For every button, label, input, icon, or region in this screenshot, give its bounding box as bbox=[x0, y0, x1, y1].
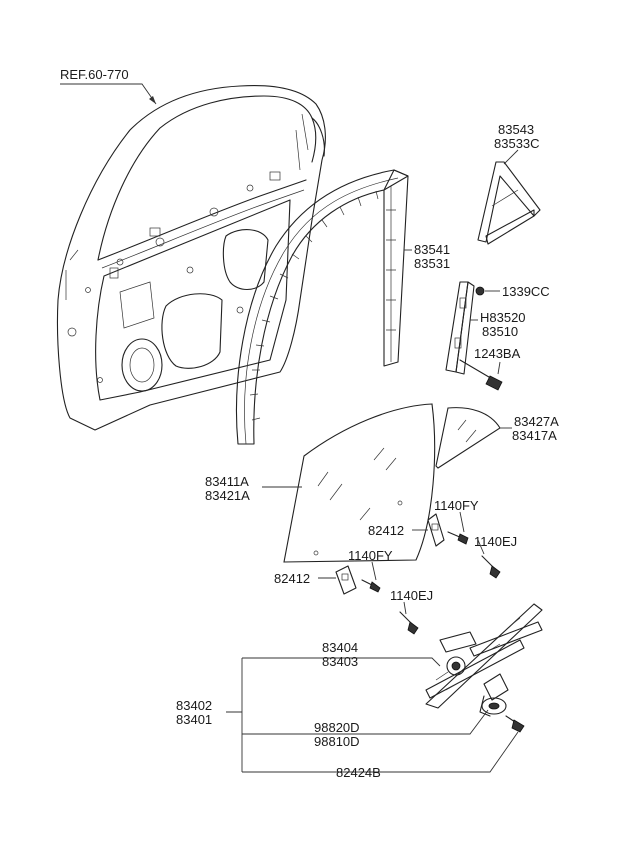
corner-sash bbox=[477, 149, 541, 245]
label-1140ej-lower: 1140EJ bbox=[390, 588, 433, 603]
label-83401: 83401 bbox=[176, 712, 212, 727]
label-83531: 83531 bbox=[414, 256, 450, 271]
label-82412-lower: 82412 bbox=[274, 571, 310, 586]
label-83510: 83510 bbox=[482, 324, 518, 339]
label-83403: 83403 bbox=[322, 654, 358, 669]
screw-1243ba bbox=[459, 359, 503, 391]
glass-run-channel bbox=[236, 169, 412, 445]
label-h83520: H83520 bbox=[480, 310, 526, 325]
bolt-1140ej-upper bbox=[477, 539, 501, 579]
label-1140ej-upper: 1140EJ bbox=[474, 534, 517, 549]
glass-channel-upper bbox=[412, 513, 445, 547]
door-panel bbox=[56, 83, 326, 431]
bolt-1339cc bbox=[475, 286, 500, 296]
label-83411a: 83411A bbox=[205, 474, 249, 489]
label-1243ba: 1243BA bbox=[474, 346, 521, 361]
label-83541: 83541 bbox=[414, 242, 450, 257]
assembly-bracket bbox=[226, 658, 243, 772]
label-98820d: 98820D bbox=[314, 720, 360, 735]
label-83402: 83402 bbox=[176, 698, 212, 713]
label-1140fy-upper: 1140FY bbox=[434, 498, 479, 513]
label-82424b: 82424B bbox=[336, 765, 381, 780]
quarter-glass bbox=[435, 407, 512, 469]
label-ref-60-770: REF.60-770 bbox=[60, 67, 129, 82]
bolt-1140fy-lower bbox=[361, 561, 381, 593]
label-1140fy-lower: 1140FY bbox=[348, 548, 393, 563]
bolt-82424b bbox=[242, 715, 525, 773]
glass-channel-lower bbox=[318, 565, 357, 595]
label-98810d: 98810D bbox=[314, 734, 360, 749]
label-83404: 83404 bbox=[322, 640, 358, 655]
label-82412-upper: 82412 bbox=[368, 523, 404, 538]
label-83421a: 83421A bbox=[205, 488, 250, 503]
label-83427a: 83427A bbox=[514, 414, 559, 429]
window-regulator bbox=[242, 603, 543, 735]
door-glass bbox=[262, 403, 436, 563]
rear-channel bbox=[445, 281, 478, 375]
label-83533c: 83533C bbox=[494, 136, 540, 151]
label-83543: 83543 bbox=[498, 122, 534, 137]
bolt-1140fy-upper bbox=[447, 511, 469, 545]
label-1339cc: 1339CC bbox=[502, 284, 550, 299]
bolt-1140ej-lower bbox=[399, 601, 419, 635]
label-83417a: 83417A bbox=[512, 428, 557, 443]
